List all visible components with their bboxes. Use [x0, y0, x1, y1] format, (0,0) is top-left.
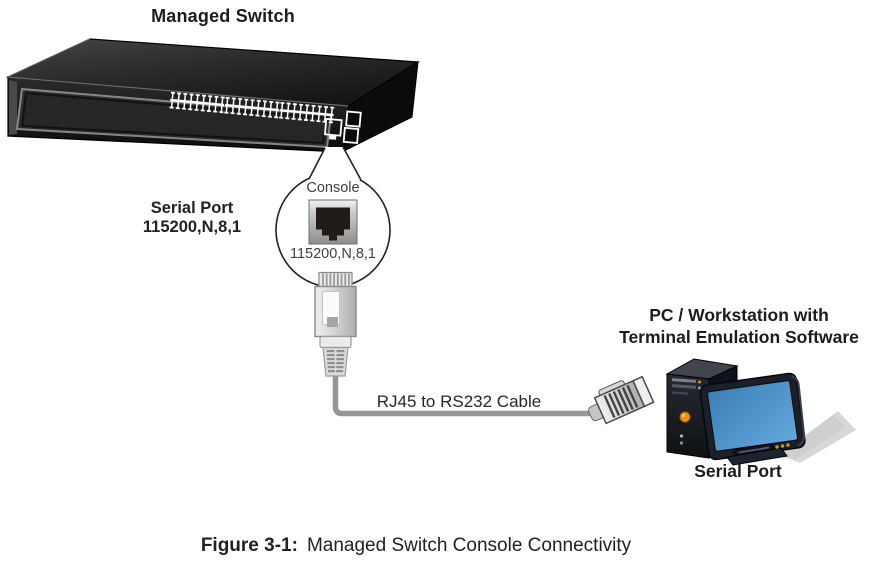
console-callout — [275, 146, 391, 288]
pc-serial-port-label: Serial Port — [694, 461, 782, 481]
diagram-title: Managed Switch — [151, 6, 295, 26]
figure-caption-title: Managed Switch Console Connectivity — [306, 535, 632, 556]
pc-workstation-label: PC / Workstation with Terminal Emulation… — [594, 304, 879, 348]
plug-boot-ridges — [326, 350, 345, 373]
switch-left-edge-highlight — [9, 80, 17, 135]
serial-port-label-line1: Serial Port — [150, 199, 234, 217]
figure-caption: Figure 3-1: Managed Switch Console Connec… — [60, 535, 772, 557]
switch-serial-port-label: Serial Port 115200,N,8,1 — [112, 199, 272, 238]
pc-label-line2: Terminal Emulation Software — [619, 327, 859, 347]
cable-label: RJ45 to RS232 Cable — [376, 392, 542, 411]
sfp-slots — [342, 110, 362, 144]
managed-switch-illustration — [5, 38, 420, 153]
baud-settings-label: 115200,N,8,1 — [290, 246, 376, 262]
rj45-jack-icon — [308, 199, 358, 245]
serial-port-label-line2: 115200,N,8,1 — [142, 218, 242, 237]
console-port — [323, 117, 343, 140]
console-port-label: Console — [306, 180, 360, 196]
pc-workstation-icon — [665, 358, 856, 466]
monitor-screen — [706, 380, 799, 452]
figure-caption-label: Figure 3-1: — [200, 535, 298, 556]
monitor-icon — [699, 372, 806, 466]
rs232-connector-icon — [588, 375, 655, 425]
rj45-plug-icon — [314, 271, 357, 377]
power-button — [679, 411, 691, 423]
console-cable-line — [332, 376, 596, 417]
pc-label-line1: PC / Workstation with — [649, 305, 829, 325]
